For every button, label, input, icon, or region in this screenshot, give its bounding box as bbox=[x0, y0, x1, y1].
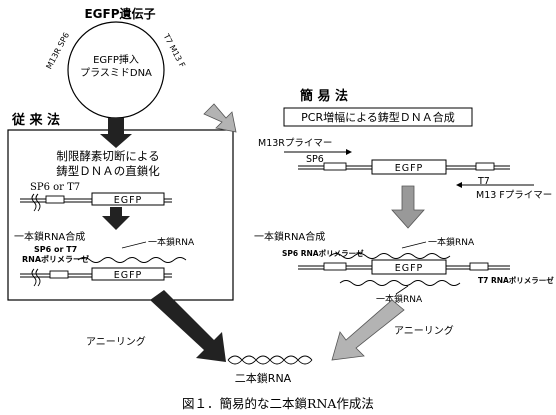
pcr-template-box-text: PCR増幅による鋳型ＤＮＡ合成 bbox=[301, 110, 455, 124]
simple-ssrna-bottom-label: 一本鎖RNA bbox=[376, 293, 423, 305]
simple-sp6-box bbox=[323, 162, 347, 171]
conventional-promoter-box-bottom bbox=[49, 270, 69, 279]
conventional-egfp-label: EGFP bbox=[114, 195, 143, 206]
conventional-annealing-label: アニーリング bbox=[86, 335, 146, 348]
conventional-synthesis-label: 一本鎖RNA合成 bbox=[14, 230, 85, 243]
simple-ssrna-top-wave bbox=[329, 253, 451, 259]
conventional-polymerase-line1: SP6 or T7 bbox=[34, 245, 77, 254]
plasmid-gene-title: EGFP遺伝子 bbox=[84, 6, 155, 21]
simple-t7-label: T7 bbox=[477, 176, 490, 187]
conventional-small-down-arrow bbox=[102, 207, 130, 230]
pcr-template-box bbox=[283, 107, 473, 127]
simple-egfp-label: EGFP bbox=[395, 163, 424, 174]
simple-egfp-label-bottom: EGFP bbox=[395, 263, 424, 274]
conventional-polymerase-line2: RNAポリメラーゼ bbox=[22, 254, 89, 264]
conventional-egfp-label-bottom: EGFP bbox=[114, 270, 143, 281]
conventional-promoter-box bbox=[45, 195, 65, 204]
template-break-mark bbox=[35, 193, 41, 212]
figure-caption: 図１．簡易的な二本鎖RNA作成法 bbox=[182, 396, 374, 411]
simple-synthesis-label: 一本鎖RNA合成 bbox=[254, 230, 325, 243]
conventional-to-dsrna-arrow bbox=[150, 290, 226, 362]
simple-method-heading: 簡 易 法 bbox=[299, 88, 348, 104]
conventional-method-heading: 従 来 法 bbox=[11, 112, 60, 128]
conventional-egfp-box bbox=[91, 192, 165, 206]
simple-egfp-box-bottom bbox=[371, 259, 447, 275]
conventional-ssrna-wave bbox=[77, 257, 187, 263]
dsrna-strand-2 bbox=[227, 355, 313, 365]
m13r-primer-label: M13Rプライマー bbox=[258, 138, 332, 149]
t7-polymerase-label: T7 RNAポリメラーゼ bbox=[478, 275, 554, 285]
simple-to-dsrna-arrow bbox=[331, 299, 405, 361]
plasmid-right-primer-label: T7 M13 F bbox=[161, 32, 187, 70]
simple-sp6-label: SP6 bbox=[306, 154, 324, 165]
conventional-promoter-label: SP6 or T7 bbox=[30, 182, 80, 193]
simple-ssrna-top-label: 一本鎖RNA bbox=[428, 236, 475, 248]
dsrna-label: 二本鎖RNA bbox=[235, 371, 292, 385]
m13f-primer-label: M13 Fプライマー bbox=[476, 190, 552, 201]
simple-t7-box bbox=[475, 162, 495, 171]
simple-t7-box-bottom bbox=[469, 262, 489, 271]
conventional-egfp-box-bottom bbox=[91, 267, 165, 281]
plasmid-to-simple-arrow bbox=[203, 103, 237, 133]
linearization-text-line1: 制限酵素切断による bbox=[56, 149, 159, 163]
plasmid-insert-label-line2: プラスミドDNA bbox=[80, 67, 152, 79]
simple-egfp-box bbox=[371, 159, 447, 175]
simple-ssrna-bottom-wave bbox=[339, 280, 461, 286]
simple-annealing-label: アニーリング bbox=[394, 324, 454, 337]
linearization-text-line2: 鋳型ＤＮＡの直鎖化 bbox=[56, 164, 160, 178]
sp6-polymerase-label: SP6 RNAポリメラーゼ bbox=[282, 248, 364, 258]
plasmid-left-primer-label: M13R SP6 bbox=[44, 31, 71, 71]
plasmid-down-arrow bbox=[100, 118, 132, 148]
simple-down-arrow bbox=[391, 185, 425, 229]
conventional-ssrna-label: 一本鎖RNA bbox=[148, 236, 195, 248]
plasmid-insert-label-line1: EGFP挿入 bbox=[93, 53, 139, 66]
simple-sp6-box-bottom bbox=[323, 262, 347, 271]
